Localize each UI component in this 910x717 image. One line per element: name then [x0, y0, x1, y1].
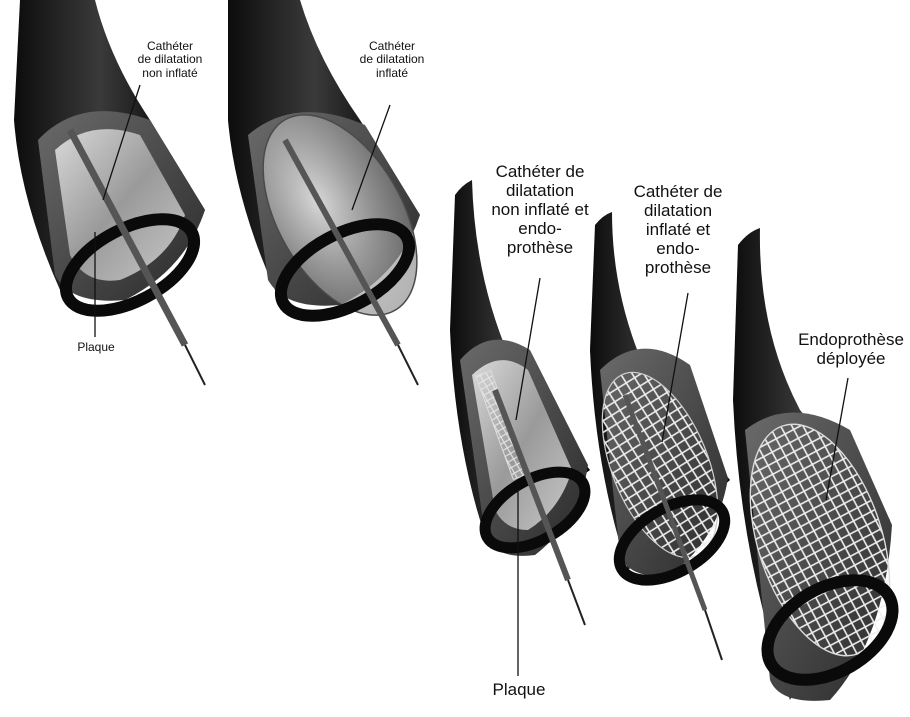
- guide-wire: [568, 580, 585, 625]
- label-inflated-catheter: Cathéter de dilatation inflaté: [350, 40, 434, 80]
- guide-wire: [398, 345, 418, 385]
- guide-wire: [705, 610, 722, 660]
- label-uninflated-catheter-stent: Cathéter de dilatation non inflaté et en…: [486, 162, 594, 257]
- label-uninflated-catheter: Cathéter de dilatation non inflaté: [128, 40, 212, 80]
- label-deployed-stent: Endoprothèse déployée: [792, 330, 910, 368]
- label-plaque-2: Plaque: [486, 680, 552, 699]
- panel-5-deployed-stent: [724, 228, 910, 701]
- panel-4-inflated-catheter-with-stent: [579, 212, 741, 660]
- label-plaque-1: Plaque: [68, 341, 124, 354]
- guide-wire: [185, 345, 205, 385]
- label-inflated-catheter-stent: Cathéter de dilatation inflaté et endo- …: [628, 182, 728, 277]
